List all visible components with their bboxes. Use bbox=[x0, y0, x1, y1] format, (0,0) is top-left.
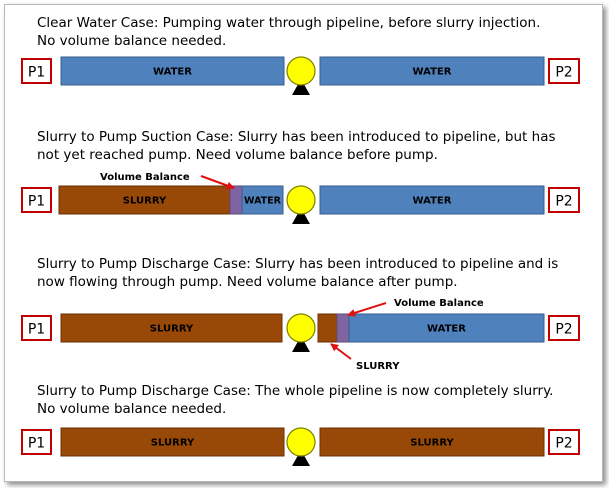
downstream-slurry-label: SLURRY bbox=[410, 438, 454, 449]
pump-base-icon bbox=[292, 79, 310, 95]
p2-label: P2 bbox=[555, 65, 572, 81]
pump-icon bbox=[286, 185, 316, 215]
pump-icon bbox=[286, 427, 316, 457]
case-4-pipeline: P1 P2 SLURRY SLURRY bbox=[21, 427, 580, 466]
pump-base-icon bbox=[292, 208, 310, 224]
case-1-pipeline: P1 P2 WATER WATER bbox=[21, 56, 580, 95]
caption-line: Slurry to Pump Suction Case: Slurry has … bbox=[37, 129, 556, 145]
caption-line: No volume balance needed. bbox=[37, 33, 227, 49]
volume-balance-arrow bbox=[347, 302, 387, 317]
caption-line: Clear Water Case: Pumping water through … bbox=[37, 15, 541, 31]
upstream-water-segment bbox=[60, 56, 285, 86]
p1-box bbox=[21, 58, 52, 84]
upstream-slurry-segment bbox=[58, 185, 231, 215]
downstream-water-segment bbox=[319, 56, 545, 86]
case-2-caption: Slurry to Pump Suction Case: Slurry has … bbox=[37, 128, 602, 164]
downstream-slurry-segment bbox=[317, 313, 338, 343]
p1-label: P1 bbox=[28, 322, 45, 338]
downstream-water-label: WATER bbox=[413, 67, 452, 78]
p2-box bbox=[548, 429, 580, 455]
p1-label: P1 bbox=[28, 436, 45, 452]
upstream-slurry-label: SLURRY bbox=[150, 324, 194, 335]
upstream-water-label: WATER bbox=[244, 196, 282, 207]
p1-label: P1 bbox=[28, 194, 45, 210]
diagram-frame: Clear Water Case: Pumping water through … bbox=[4, 4, 603, 482]
downstream-balance-segment bbox=[336, 313, 350, 343]
upstream-slurry-label: SLURRY bbox=[151, 438, 195, 449]
p1-box bbox=[21, 315, 52, 341]
upstream-balance-segment bbox=[229, 185, 243, 215]
case-3-caption: Slurry to Pump Discharge Case: Slurry ha… bbox=[37, 255, 602, 291]
case-2-pipeline: P1 P2 SLURRY WATER WATER Volume Balance bbox=[21, 172, 580, 224]
downstream-water-segment bbox=[319, 185, 545, 215]
volume-balance-annotation-label: Volume Balance bbox=[394, 298, 484, 309]
p1-box bbox=[21, 429, 52, 455]
downstream-water-label: WATER bbox=[427, 324, 466, 335]
slurry-annotation-label: SLURRY bbox=[356, 361, 400, 372]
volume-balance-arrow bbox=[200, 175, 235, 190]
upstream-water-segment bbox=[241, 185, 284, 215]
downstream-water-label: WATER bbox=[413, 196, 452, 207]
p2-box bbox=[548, 58, 580, 84]
pump-base-icon bbox=[292, 336, 310, 352]
caption-line: not yet reached pump. Need volume balanc… bbox=[37, 147, 438, 163]
pump-icon bbox=[286, 56, 316, 86]
p2-box bbox=[548, 315, 580, 341]
case-1-caption: Clear Water Case: Pumping water through … bbox=[37, 14, 602, 50]
caption-line: now flowing through pump. Need volume ba… bbox=[37, 274, 458, 290]
p2-label: P2 bbox=[555, 436, 572, 452]
upstream-slurry-label: SLURRY bbox=[123, 196, 167, 207]
p1-label: P1 bbox=[28, 65, 45, 81]
pump-icon bbox=[286, 313, 316, 343]
case-4-caption: Slurry to Pump Discharge Case: The whole… bbox=[37, 382, 602, 418]
p1-box bbox=[21, 187, 52, 213]
caption-line: Slurry to Pump Discharge Case: Slurry ha… bbox=[37, 256, 559, 272]
p2-label: P2 bbox=[555, 322, 572, 338]
slurry-arrow bbox=[330, 343, 352, 360]
caption-line: No volume balance needed. bbox=[37, 401, 227, 417]
downstream-slurry-segment bbox=[319, 427, 545, 457]
p2-label: P2 bbox=[555, 194, 572, 210]
upstream-slurry-segment bbox=[60, 427, 285, 457]
upstream-water-label: WATER bbox=[153, 67, 192, 78]
pump-base-icon bbox=[292, 450, 310, 466]
caption-line: Slurry to Pump Discharge Case: The whole… bbox=[37, 383, 554, 399]
downstream-water-segment bbox=[348, 313, 545, 343]
volume-balance-annotation-label: Volume Balance bbox=[100, 172, 190, 183]
upstream-slurry-segment bbox=[60, 313, 283, 343]
p2-box bbox=[548, 187, 580, 213]
